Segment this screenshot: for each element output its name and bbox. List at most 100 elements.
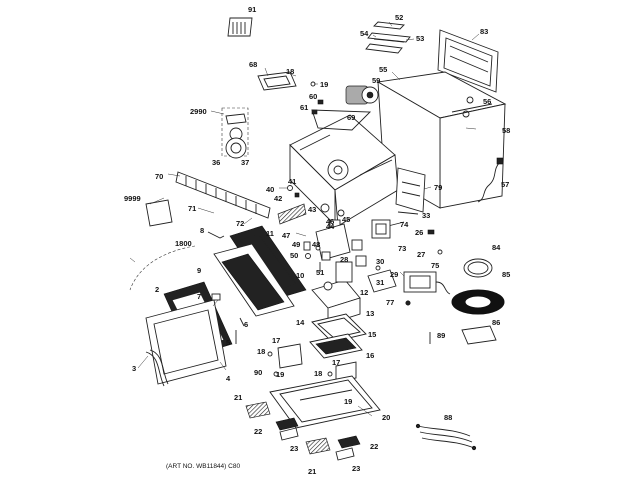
callout-84: 84	[492, 243, 501, 252]
callout-9999: 9999	[124, 194, 141, 203]
part-52-53-54-light-covers	[365, 21, 411, 54]
callout-14: 14	[296, 318, 305, 327]
part-21-22-23-filters-right	[305, 435, 361, 461]
callout-6: 6	[244, 320, 248, 329]
callout-69: 69	[347, 113, 355, 122]
part-68-damper-assembly	[257, 71, 297, 91]
callout-74: 74	[400, 220, 409, 229]
part-40-41-42-small-parts	[277, 185, 307, 225]
callout-60: 60	[309, 92, 317, 101]
callout-20: 20	[382, 413, 390, 422]
callout-91: 91	[248, 5, 256, 14]
callout-77: 77	[386, 298, 394, 307]
callout-89: 89	[437, 331, 445, 340]
callout-7: 7	[197, 292, 201, 301]
callout-23-bottom: 23	[352, 464, 360, 473]
callout-53: 53	[416, 34, 424, 43]
part-27-28-29-30-31-relays	[351, 239, 443, 293]
callout-18-right: 18	[314, 369, 322, 378]
callout-2990: 2990	[190, 107, 207, 116]
art-number-caption: (ART NO. WB11844) C80	[166, 463, 240, 470]
callout-9: 9	[197, 266, 201, 275]
part-57-power-cord	[477, 157, 504, 203]
part-21-22-23-filters-left	[245, 401, 299, 441]
callout-23-top: 23	[290, 444, 298, 453]
callout-36: 36	[212, 158, 220, 167]
part-70-top-grille	[175, 171, 271, 219]
callout-83: 83	[480, 27, 488, 36]
callout-28: 28	[340, 255, 348, 264]
callout-21-top: 21	[234, 393, 242, 402]
callout-72: 72	[236, 219, 244, 228]
callout-22-bottom: 22	[370, 442, 378, 451]
callout-73: 73	[398, 244, 406, 253]
callout-8: 8	[200, 226, 204, 235]
callout-18-left: 18	[257, 347, 265, 356]
part-5-6-latch-springs	[235, 317, 245, 344]
part-1800-door-assembly-bracket	[129, 245, 196, 291]
callout-19-left: 19	[276, 370, 284, 379]
callout-79: 79	[434, 183, 442, 192]
callout-75: 75	[431, 261, 439, 270]
callout-33: 33	[422, 211, 430, 220]
leader-lines	[129, 21, 480, 417]
callout-61: 61	[300, 103, 308, 112]
part-10-door-frame	[213, 243, 295, 317]
part-46-47-48-49-50-switch-assembly	[303, 223, 351, 261]
part-8-latch	[207, 231, 225, 239]
callout-27: 27	[417, 250, 425, 259]
callout-31: 31	[376, 278, 384, 287]
callout-85: 85	[502, 270, 510, 279]
callout-41: 41	[288, 177, 296, 186]
callout-40: 40	[266, 185, 274, 194]
part-17-18-19-light-socket-left	[267, 343, 303, 377]
part-86-charcoal-filter	[461, 325, 497, 345]
callout-10: 10	[296, 271, 304, 280]
part-26-fuse	[427, 229, 435, 235]
callout-48: 48	[312, 240, 320, 249]
callout-16: 16	[366, 351, 374, 360]
callout-49: 49	[292, 240, 300, 249]
callout-29: 29	[390, 270, 398, 279]
callout-30: 30	[376, 257, 384, 266]
part-77-screw	[405, 300, 411, 306]
callout-19-right: 19	[344, 397, 352, 406]
callout-57: 57	[501, 180, 509, 189]
callout-46: 46	[326, 217, 334, 226]
callout-55: 55	[379, 65, 387, 74]
callout-43: 43	[308, 205, 316, 214]
callout-12: 12	[360, 288, 368, 297]
callout-26: 26	[415, 228, 423, 237]
callout-51: 51	[316, 268, 324, 277]
callout-3: 3	[132, 364, 136, 373]
callout-18-top: 18	[286, 67, 294, 76]
part-4-door-panel	[145, 299, 227, 385]
part-79-control-bracket	[395, 167, 426, 213]
part-83-top-vent-panel	[437, 29, 499, 93]
callout-11: 11	[266, 229, 274, 238]
callout-52: 52	[395, 13, 403, 22]
part-9999-literature	[145, 199, 173, 227]
part-91-grille-clip	[227, 17, 253, 37]
callout-86: 86	[492, 318, 500, 327]
part-75-transformer	[403, 271, 451, 295]
callout-50: 50	[290, 251, 298, 260]
callout-88: 88	[444, 413, 452, 422]
callout-17-left: 17	[272, 336, 280, 345]
callout-5: 5	[226, 338, 230, 347]
callout-45: 45	[342, 215, 350, 224]
callout-54: 54	[360, 29, 369, 38]
callout-2: 2	[155, 285, 159, 294]
callout-13: 13	[366, 309, 374, 318]
callout-70: 70	[155, 172, 163, 181]
callout-37: 37	[241, 158, 249, 167]
callout-19-top: 19	[320, 80, 328, 89]
part-88-wire-harness	[415, 423, 477, 451]
part-73-capacitor	[371, 219, 391, 239]
callout-21-bottom: 21	[308, 467, 316, 476]
callout-47: 47	[282, 231, 290, 240]
callout-4: 4	[226, 374, 231, 383]
part-84-turntable-roller-ring	[463, 258, 493, 278]
part-14-15-waveguide	[311, 313, 367, 343]
